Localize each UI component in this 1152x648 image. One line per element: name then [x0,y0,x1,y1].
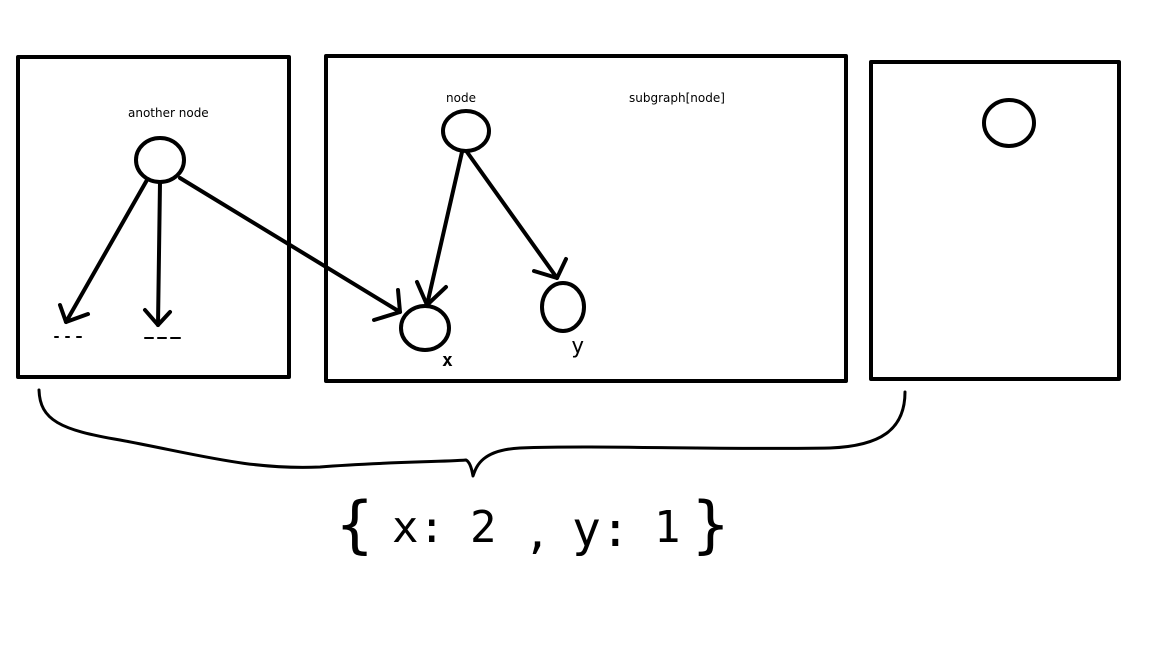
result-value-x: 2 [470,502,497,553]
another-node-label: another node [128,106,209,120]
y-circle [540,281,586,333]
result-open-brace: { [336,488,374,561]
result-comma: , [524,508,551,559]
middle-panel [324,54,848,383]
arrowhead-unknown-1 [58,303,90,324]
node-label: node [446,91,476,105]
right-panel [869,60,1121,381]
node-circle [441,109,491,153]
x-label: x [442,350,453,371]
arrowhead-unknown-2 [143,308,172,327]
result-close-brace: } [692,488,730,561]
result-value-y: 1 [654,502,681,553]
grouping-brace [37,388,907,478]
result-object: { x: 2 , y: 1 } [336,488,736,568]
y-label: y [571,334,585,359]
edge-another-node-to-unknown-2 [156,180,162,327]
arrowhead-cross-to-x [372,288,402,322]
unlabeled-node-circle [982,98,1036,148]
result-key-y: y: [572,502,630,558]
arrowhead-node-to-y [532,257,568,280]
edge-another-node-to-unknown-1 [64,178,149,324]
x-circle [399,304,451,352]
edge-node-to-y [465,150,559,280]
arrowhead-node-to-x [415,280,448,307]
edge-another-node-to-x [178,176,402,314]
edge-node-to-x [425,150,464,307]
left-panel [16,55,291,379]
result-key-x: x: [392,502,445,553]
subgraph-label: subgraph[node] [629,91,725,105]
another-node-circle [134,136,186,184]
